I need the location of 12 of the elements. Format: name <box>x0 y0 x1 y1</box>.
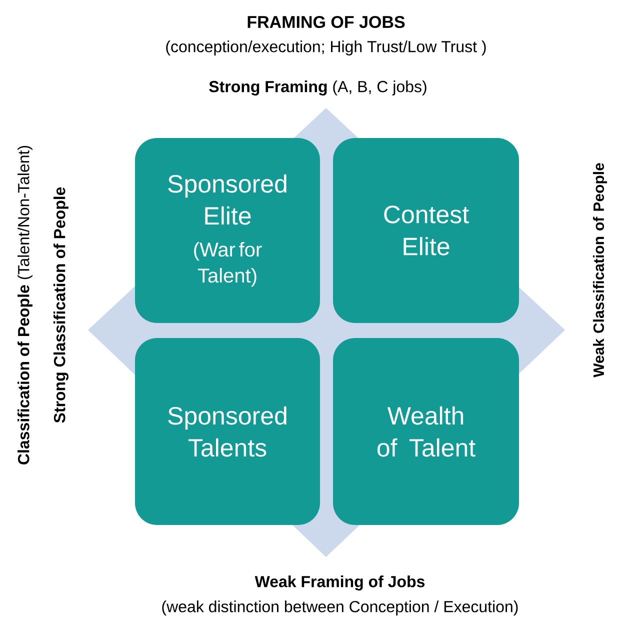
axis-label: Weak Framing of Jobs <box>254 576 425 590</box>
axis-label: Weak Classification of People <box>593 163 607 378</box>
quadrant-box: Sponsored Talents <box>135 338 320 525</box>
axis-label: Classification of People (Talent/Non-Talent) <box>18 146 32 464</box>
heading: FRAMING OF JOBS <box>248 16 405 28</box>
axis-label: Strong Framing (A, B, C jobs) <box>209 80 426 96</box>
axis-label: Strong Classification of People <box>54 187 68 423</box>
subtitle: (conception/execution; High Trust/Low Trust ) <box>166 40 486 56</box>
subtitle: (weak distinction between Conception / Execution) <box>162 600 518 616</box>
quadrant-box: Contest Elite <box>333 138 519 323</box>
quadrant-box: Sponsored Elite (War for Talent) <box>135 138 320 323</box>
quadrant-box: Wealth of Talent <box>333 338 519 525</box>
